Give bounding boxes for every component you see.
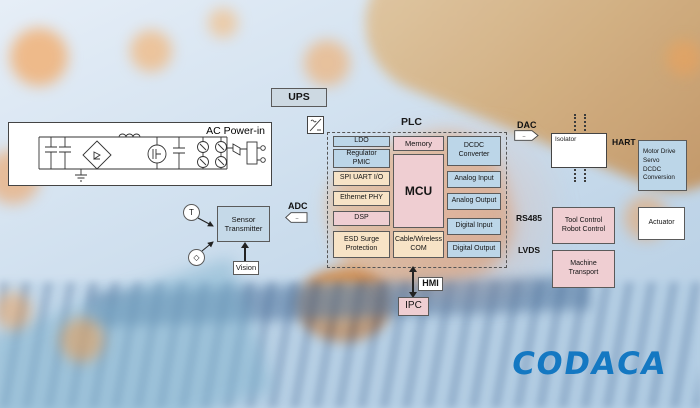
hmi-label: HMI: [422, 278, 439, 289]
hmi-arrow-up-head: [409, 266, 417, 272]
teal-machine-blur: [0, 257, 275, 408]
block-mcu: MCU: [393, 154, 444, 228]
hmi-arrow-line: [412, 271, 414, 293]
bokeh-light: [304, 40, 350, 86]
plc-dashed-box: [327, 132, 507, 268]
block-ethernet-phy: Ethernet PHY: [333, 191, 390, 206]
hmi-arrow-down-head: [409, 292, 417, 298]
block-memory: Memory: [393, 136, 444, 151]
adc-tag-glyph: –: [296, 216, 299, 222]
ups-box: UPS: [271, 88, 327, 107]
ipc-label: IPC: [405, 300, 422, 312]
block-label: Analog Output: [451, 197, 497, 205]
ac-power-schematic: [38, 133, 266, 182]
block-label: MCU: [404, 183, 433, 198]
block-label: Digital Input: [455, 222, 493, 230]
adc-label: ADC: [288, 201, 308, 211]
plc-label: PLC: [401, 116, 422, 128]
lvds-label: LVDS: [518, 245, 541, 255]
ac-power-in-label: AC Power-in: [206, 125, 265, 137]
ac-power-in-box: AC Power-in: [8, 122, 272, 186]
block-esd-surge-protection: ESD Surge Protection: [333, 231, 390, 258]
bokeh-light: [130, 30, 172, 72]
flow-sensor-circle: ◇: [188, 249, 205, 266]
block-label: Memory: [404, 138, 433, 148]
block-label: Cable/Wireless COM: [394, 235, 443, 252]
sensor-connector-lines: [197, 217, 214, 252]
block-digital-output: Digital Output: [447, 241, 501, 258]
motor-drive-box: Motor Drive Servo DCDC Conversion: [638, 140, 687, 191]
temperature-sensor-circle: T: [183, 204, 200, 221]
block-label: SPI UART I/O: [339, 174, 384, 182]
block-label: Ethernet PHY: [340, 194, 383, 202]
sensor-transmitter-box: Sensor Transmitter: [217, 206, 270, 242]
block-dsp: DSP: [333, 211, 390, 226]
vision-box: Vision: [233, 261, 259, 275]
block-label: Regulator PMIC: [346, 149, 377, 166]
dac-label: DAC: [517, 120, 537, 130]
vision-arrow-line: [244, 246, 246, 262]
flow-symbol: ◇: [193, 252, 200, 262]
block-label: Analog Input: [454, 175, 494, 183]
actuator-label: Actuator: [648, 219, 675, 227]
actuator-box: Actuator: [638, 207, 685, 240]
motor-drive-label: Motor Drive Servo DCDC Conversion: [643, 147, 676, 182]
isolator-label: Isolator: [555, 136, 577, 143]
block-cable-wireless-com: Cable/Wireless COM: [393, 231, 444, 258]
block-label: DSP: [354, 214, 369, 222]
vision-label: Vision: [235, 263, 257, 273]
vision-arrow-head: [241, 242, 249, 248]
bokeh-light: [208, 8, 238, 38]
machine-transport-box: Machine Transport: [552, 250, 615, 288]
block-label: LDO: [354, 137, 369, 145]
bokeh-light: [666, 40, 700, 76]
adc-arrow-tag: –: [285, 212, 308, 223]
block-analog-input: Analog Input: [447, 171, 501, 188]
hmi-label-box: HMI: [418, 277, 443, 291]
block-spi-uart-io: SPI UART I/O: [333, 171, 390, 186]
block-dcdc-converter: DCDC Converter: [447, 136, 501, 166]
ups-label: UPS: [288, 90, 310, 103]
block-regulator-pmic: Regulator PMIC: [333, 149, 390, 168]
temperature-symbol: T: [189, 207, 194, 217]
block-label: ESD Surge Protection: [343, 235, 380, 252]
ac-dc-converter-icon: [307, 116, 324, 134]
bokeh-light: [60, 318, 104, 362]
block-analog-output: Analog Output: [447, 193, 501, 210]
dac-arrow-tag: –: [514, 130, 539, 141]
block-label: Digital Output: [452, 245, 496, 253]
rs485-label: RS485: [516, 213, 542, 223]
tool-control-box: Tool Control Robot Control: [552, 207, 615, 244]
codaca-logo: CODACA: [509, 346, 670, 382]
sensor-transmitter-label: Sensor Transmitter: [224, 214, 263, 233]
bokeh-light: [0, 292, 32, 330]
tool-control-label: Tool Control Robot Control: [561, 216, 606, 233]
block-label: DCDC Converter: [458, 142, 490, 158]
block-ldo: LDO: [333, 136, 390, 147]
bokeh-light: [10, 28, 68, 86]
isolator-box: Isolator: [551, 133, 607, 168]
block-digital-input: Digital Input: [447, 218, 501, 235]
dac-tag-glyph: –: [523, 134, 526, 140]
ipc-box: IPC: [398, 297, 429, 316]
hart-label: HART: [612, 137, 636, 147]
machine-transport-label: Machine Transport: [568, 260, 599, 276]
